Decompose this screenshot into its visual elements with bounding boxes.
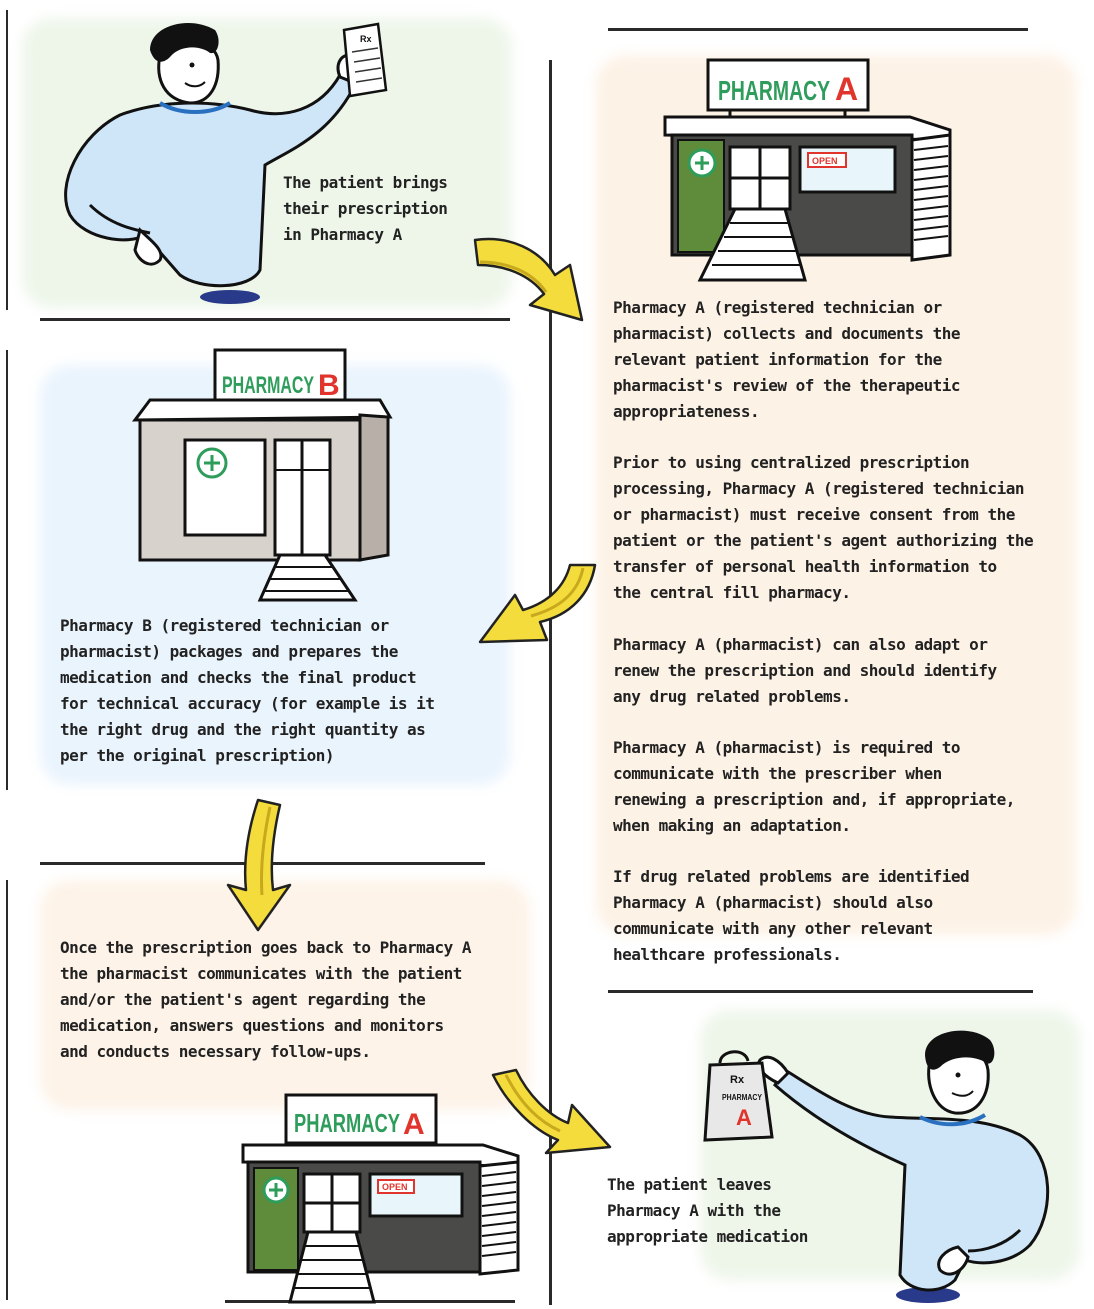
step3-text: Pharmacy B (registered technician or pha… (60, 613, 434, 769)
divider-step1 (40, 318, 510, 321)
left-edge-line (6, 10, 8, 310)
divider-step5 (608, 990, 1033, 993)
step2-text: Pharmacy A (registered technician or pha… (613, 295, 960, 425)
bag-icon: Rx PHARMACY A (700, 1045, 780, 1145)
svg-text:Rx: Rx (730, 1074, 745, 1086)
arrow-icon (470, 220, 600, 330)
arrow-icon (475, 560, 605, 660)
svg-text:A: A (736, 1105, 752, 1130)
prescription-icon: Rx (338, 22, 390, 100)
divider-top-right (608, 28, 1028, 31)
svg-text:A: A (403, 1108, 425, 1141)
svg-text:B: B (318, 369, 340, 402)
svg-text:Rx: Rx (360, 34, 372, 44)
pharmacy-a-icon: PHARMACY A OPEN (660, 55, 960, 285)
patient-icon (740, 1025, 1060, 1305)
step2-adapt-text: Pharmacy A (pharmacist) can also adapt o… (613, 632, 997, 710)
step1-text: The patient brings their prescription in… (283, 170, 447, 248)
svg-text:PHARMACY: PHARMACY (722, 1093, 763, 1102)
step2-consent-text: Prior to using centralized prescription … (613, 450, 1033, 606)
svg-text:OPEN: OPEN (812, 156, 838, 166)
svg-text:PHARMACY: PHARMACY (222, 372, 314, 399)
pharmacy-a-icon: PHARMACY A OPEN (238, 1090, 528, 1305)
svg-text:PHARMACY: PHARMACY (294, 1108, 400, 1138)
left-edge-line (6, 350, 8, 790)
svg-text:OPEN: OPEN (382, 1182, 408, 1192)
pharmacy-b-icon: PHARMACY B (130, 345, 400, 605)
left-edge-line (6, 880, 8, 1300)
step4-text: Once the prescription goes back to Pharm… (60, 935, 471, 1065)
step5-text: The patient leaves Pharmacy A with the a… (607, 1172, 808, 1250)
svg-text:PHARMACY: PHARMACY (718, 75, 830, 106)
step2-problems-text: If drug related problems are identified … (613, 864, 969, 968)
arrow-icon (218, 795, 298, 935)
svg-text:A: A (835, 71, 858, 107)
step2-communicate-text: Pharmacy A (pharmacist) is required to c… (613, 735, 1015, 839)
